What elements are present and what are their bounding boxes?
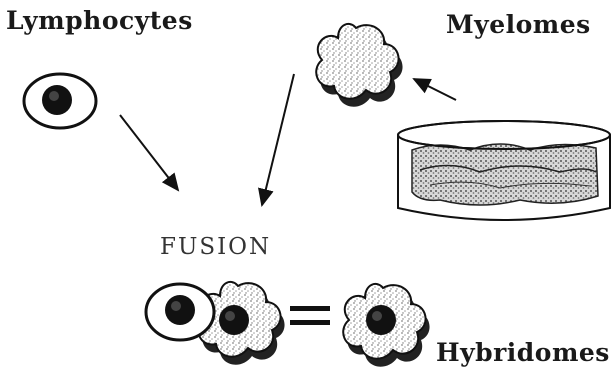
myelomes-label: Myelomes: [446, 12, 591, 37]
arrow-dish-to-myeloma: [414, 79, 456, 100]
hybridoma-cell: [343, 284, 429, 367]
lymphocytes-label: Lymphocytes: [6, 8, 193, 33]
arrow-myeloma-to-fusion: [262, 74, 294, 205]
myeloma-cell: [316, 24, 402, 107]
fusion-label: FUSION: [160, 236, 271, 259]
fusing-cells: [146, 282, 285, 365]
petri-dish: [398, 121, 610, 220]
lymphocyte-cell: [24, 74, 96, 128]
equals-sign: [290, 306, 330, 328]
hybridomes-label: Hybridomes: [436, 340, 610, 365]
arrow-lymphocyte-to-fusion: [120, 115, 178, 190]
